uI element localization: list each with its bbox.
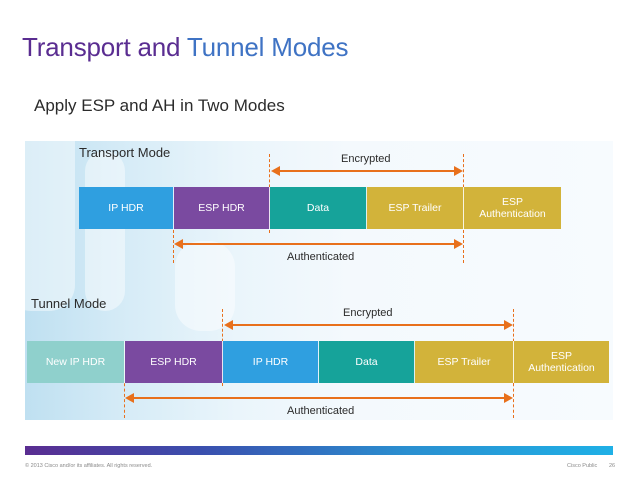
transport-encrypted-label: Encrypted: [341, 153, 391, 165]
background-decoration: [25, 141, 75, 311]
authenticated-boundary-line: [513, 378, 514, 418]
background-decoration: [85, 151, 125, 311]
transport-esp-trailer-box: ESP Trailer: [367, 187, 464, 229]
authenticated-boundary-line: [173, 225, 174, 263]
slide-title: Transport and Tunnel Modes: [22, 32, 348, 63]
transport-esp-hdr-box: ESP HDR: [174, 187, 270, 229]
title-transport: Transport: [22, 32, 131, 62]
authenticated-boundary-line: [124, 378, 125, 418]
tunnel-data-box: Data: [319, 341, 415, 383]
tunnel-authenticated-label: Authenticated: [287, 405, 355, 417]
copyright-notice: © 2013 Cisco and/or its affiliates. All …: [25, 463, 153, 469]
tunnel-encrypted-arrow: [224, 320, 513, 330]
transport-authenticated-label: Authenticated: [287, 251, 355, 263]
tunnel-ip-hdr-box: IP HDR: [223, 341, 319, 383]
background-decoration: [175, 241, 235, 331]
transport-ip-hdr-box: IP HDR: [79, 187, 174, 229]
tunnel-encrypted-label: Encrypted: [343, 307, 393, 319]
tunnel-authenticated-arrow: [125, 393, 513, 403]
tunnel-esp-trailer-box: ESP Trailer: [415, 341, 514, 383]
authenticated-boundary-line: [463, 225, 464, 263]
slide-subtitle: Apply ESP and AH in Two Modes: [34, 96, 285, 115]
tunnel-esp-auth-box: ESP Authentication: [514, 341, 609, 383]
page-number: 26: [609, 463, 616, 469]
tunnel-esp-hdr-box: ESP HDR: [125, 341, 223, 383]
classification-label: Cisco Public: [567, 463, 598, 469]
esp-modes-diagram: Transport Mode Encrypted IP HDR ESP HDR …: [25, 141, 613, 420]
transport-authenticated-arrow: [174, 239, 463, 249]
transport-encrypted-arrow: [271, 166, 463, 176]
footer-color-bar: [25, 446, 613, 455]
title-and: and: [137, 32, 181, 62]
tunnel-new-ip-hdr-box: New IP HDR: [27, 341, 125, 383]
tunnel-mode-label: Tunnel Mode: [31, 296, 107, 311]
transport-esp-auth-box: ESP Authentication: [464, 187, 561, 229]
transport-data-box: Data: [270, 187, 367, 229]
transport-mode-label: Transport Mode: [79, 145, 171, 160]
title-tunnel-modes: Tunnel Modes: [186, 32, 349, 62]
